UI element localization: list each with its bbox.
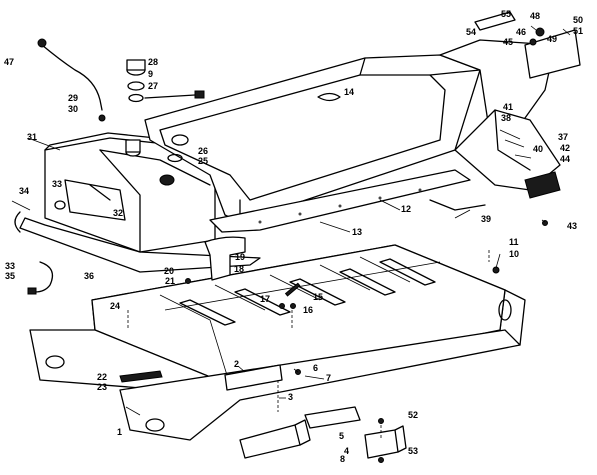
callout-40: 40 (533, 144, 544, 154)
callout-3: 3 (288, 392, 294, 402)
callout-52: 52 (408, 410, 419, 420)
callout-10: 10 (509, 249, 520, 259)
callout-15: 15 (313, 292, 324, 302)
callout-43: 43 (567, 221, 578, 231)
callout-20: 20 (164, 266, 175, 276)
callout-6: 6 (313, 363, 319, 373)
callout-18: 18 (234, 264, 245, 274)
callout-11: 11 (509, 237, 519, 247)
callout-49: 49 (547, 34, 558, 44)
callout-45: 45 (503, 37, 514, 47)
belly-pan (29, 244, 526, 459)
leader-lines (11, 25, 571, 416)
callout-5: 5 (339, 431, 345, 441)
seat (144, 54, 481, 233)
callout-54: 54 (466, 27, 477, 37)
rear-bumper (429, 11, 581, 226)
callout-37: 37 (558, 132, 569, 142)
callout-24: 24 (110, 301, 121, 311)
callout-44: 44 (560, 154, 571, 164)
callout-32: 32 (113, 208, 124, 218)
callout-36: 36 (84, 271, 95, 281)
callout-34: 34 (19, 186, 30, 196)
callout-42: 42 (560, 143, 571, 153)
callout-14: 14 (344, 87, 355, 97)
callout-28: 28 (148, 57, 159, 67)
callout-23: 23 (97, 382, 108, 392)
callout-4: 4 (344, 446, 350, 456)
callout-33-lower: 33 (5, 261, 16, 271)
callout-19: 19 (235, 252, 246, 262)
callout-25: 25 (198, 156, 209, 166)
callout-39: 39 (481, 214, 492, 224)
callout-26: 26 (198, 146, 209, 156)
callout-8: 8 (340, 454, 346, 464)
callout-55: 55 (501, 9, 512, 19)
callout-33-upper: 33 (52, 179, 63, 189)
fuel-tank (19, 132, 261, 273)
callout-29: 29 (68, 93, 79, 103)
callout-30: 30 (68, 104, 79, 114)
callout-21: 21 (165, 276, 176, 286)
callout-22: 22 (97, 372, 108, 382)
callout-27: 27 (148, 81, 159, 91)
callout-38: 38 (501, 113, 512, 123)
callout-41: 41 (503, 102, 514, 112)
callout-51: 51 (573, 26, 584, 36)
callout-9: 9 (148, 69, 154, 79)
callout-31: 31 (27, 132, 38, 142)
callout-53: 53 (408, 446, 419, 456)
callout-46: 46 (516, 27, 527, 37)
callout-2: 2 (234, 359, 240, 369)
callout-7: 7 (326, 373, 332, 383)
callout-50: 50 (573, 15, 584, 25)
callout-12: 12 (401, 204, 412, 214)
callout-17: 17 (260, 294, 271, 304)
callout-47: 47 (4, 57, 15, 67)
callout-16: 16 (303, 305, 314, 315)
callout-13: 13 (352, 227, 363, 237)
callout-1: 1 (117, 427, 123, 437)
callout-35: 35 (5, 271, 16, 281)
callout-48: 48 (530, 11, 541, 21)
small-parts (14, 38, 500, 463)
